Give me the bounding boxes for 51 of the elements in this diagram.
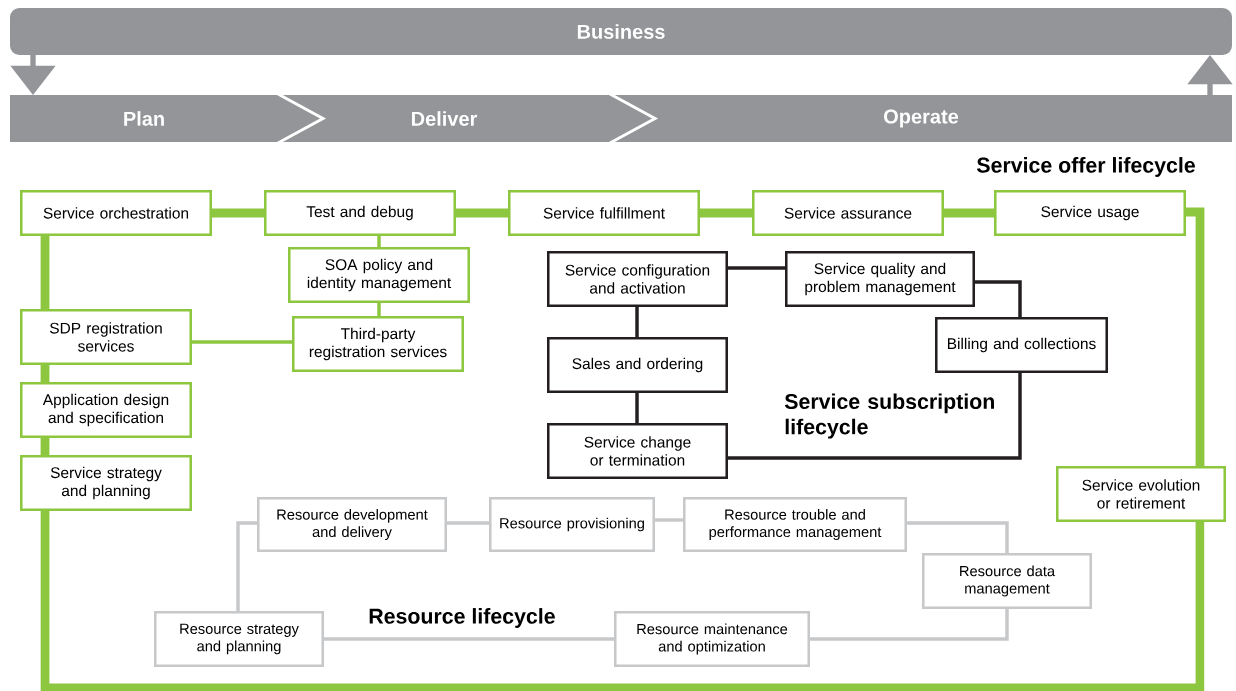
process-box: Service strategy and planning <box>20 455 192 511</box>
process-box: Service usage <box>994 190 1186 236</box>
process-box: Service fulfillment <box>508 190 700 236</box>
connector-line <box>975 280 1022 317</box>
connector-line <box>728 266 785 270</box>
connector-line <box>635 307 639 337</box>
process-box: Resource trouble and performance management <box>683 497 907 552</box>
connector-line <box>907 521 1009 553</box>
connector-line <box>40 236 50 309</box>
connector-line <box>944 208 994 218</box>
connector-line <box>700 208 752 218</box>
connector-line <box>635 393 639 423</box>
process-box: Sales and ordering <box>547 337 728 393</box>
connector-line <box>810 609 1009 641</box>
connector-line <box>40 365 50 382</box>
band: Business <box>10 8 1232 55</box>
process-box: Service configuration and activation <box>547 251 728 307</box>
process-box: Resource provisioning <box>489 497 655 552</box>
connector-line <box>236 521 257 611</box>
process-box: Service quality and problem management <box>785 251 975 307</box>
process-box: Service change or termination <box>547 423 728 479</box>
process-box: Service orchestration <box>20 190 212 236</box>
process-box: SDP registration services <box>20 309 192 365</box>
process-box: SOA policy and identity management <box>288 247 470 303</box>
heading: Service subscription lifecycle <box>784 393 994 439</box>
process-box: Third-party registration services <box>292 316 464 372</box>
process-box: Service evolution or retirement <box>1056 466 1226 522</box>
connector-line <box>655 518 683 522</box>
band: Operate <box>610 95 1232 142</box>
heading: Resource lifecycle <box>369 608 555 628</box>
connector-line <box>40 511 1205 691</box>
connector-line <box>1186 207 1205 466</box>
connector-line <box>728 373 1022 460</box>
process-box: Service assurance <box>752 190 944 236</box>
connector-line <box>192 340 292 344</box>
connector-line <box>377 236 381 247</box>
connector-line <box>456 208 508 218</box>
connector-line <box>212 208 264 218</box>
band: Deliver <box>278 95 610 142</box>
connector-line <box>40 438 50 455</box>
process-box: Resource development and delivery <box>257 497 447 552</box>
connector-line <box>324 637 614 641</box>
connector-line <box>447 521 489 525</box>
process-box: Billing and collections <box>935 317 1108 373</box>
process-box: Resource maintenance and optimization <box>614 611 810 667</box>
connector-line <box>377 303 381 316</box>
process-box: Resource strategy and planning <box>154 611 324 667</box>
heading: Service offer lifecycle <box>976 157 1195 177</box>
process-box: Test and debug <box>264 190 456 236</box>
process-box: Resource data management <box>922 553 1092 609</box>
process-box: Application design and specification <box>20 382 192 438</box>
